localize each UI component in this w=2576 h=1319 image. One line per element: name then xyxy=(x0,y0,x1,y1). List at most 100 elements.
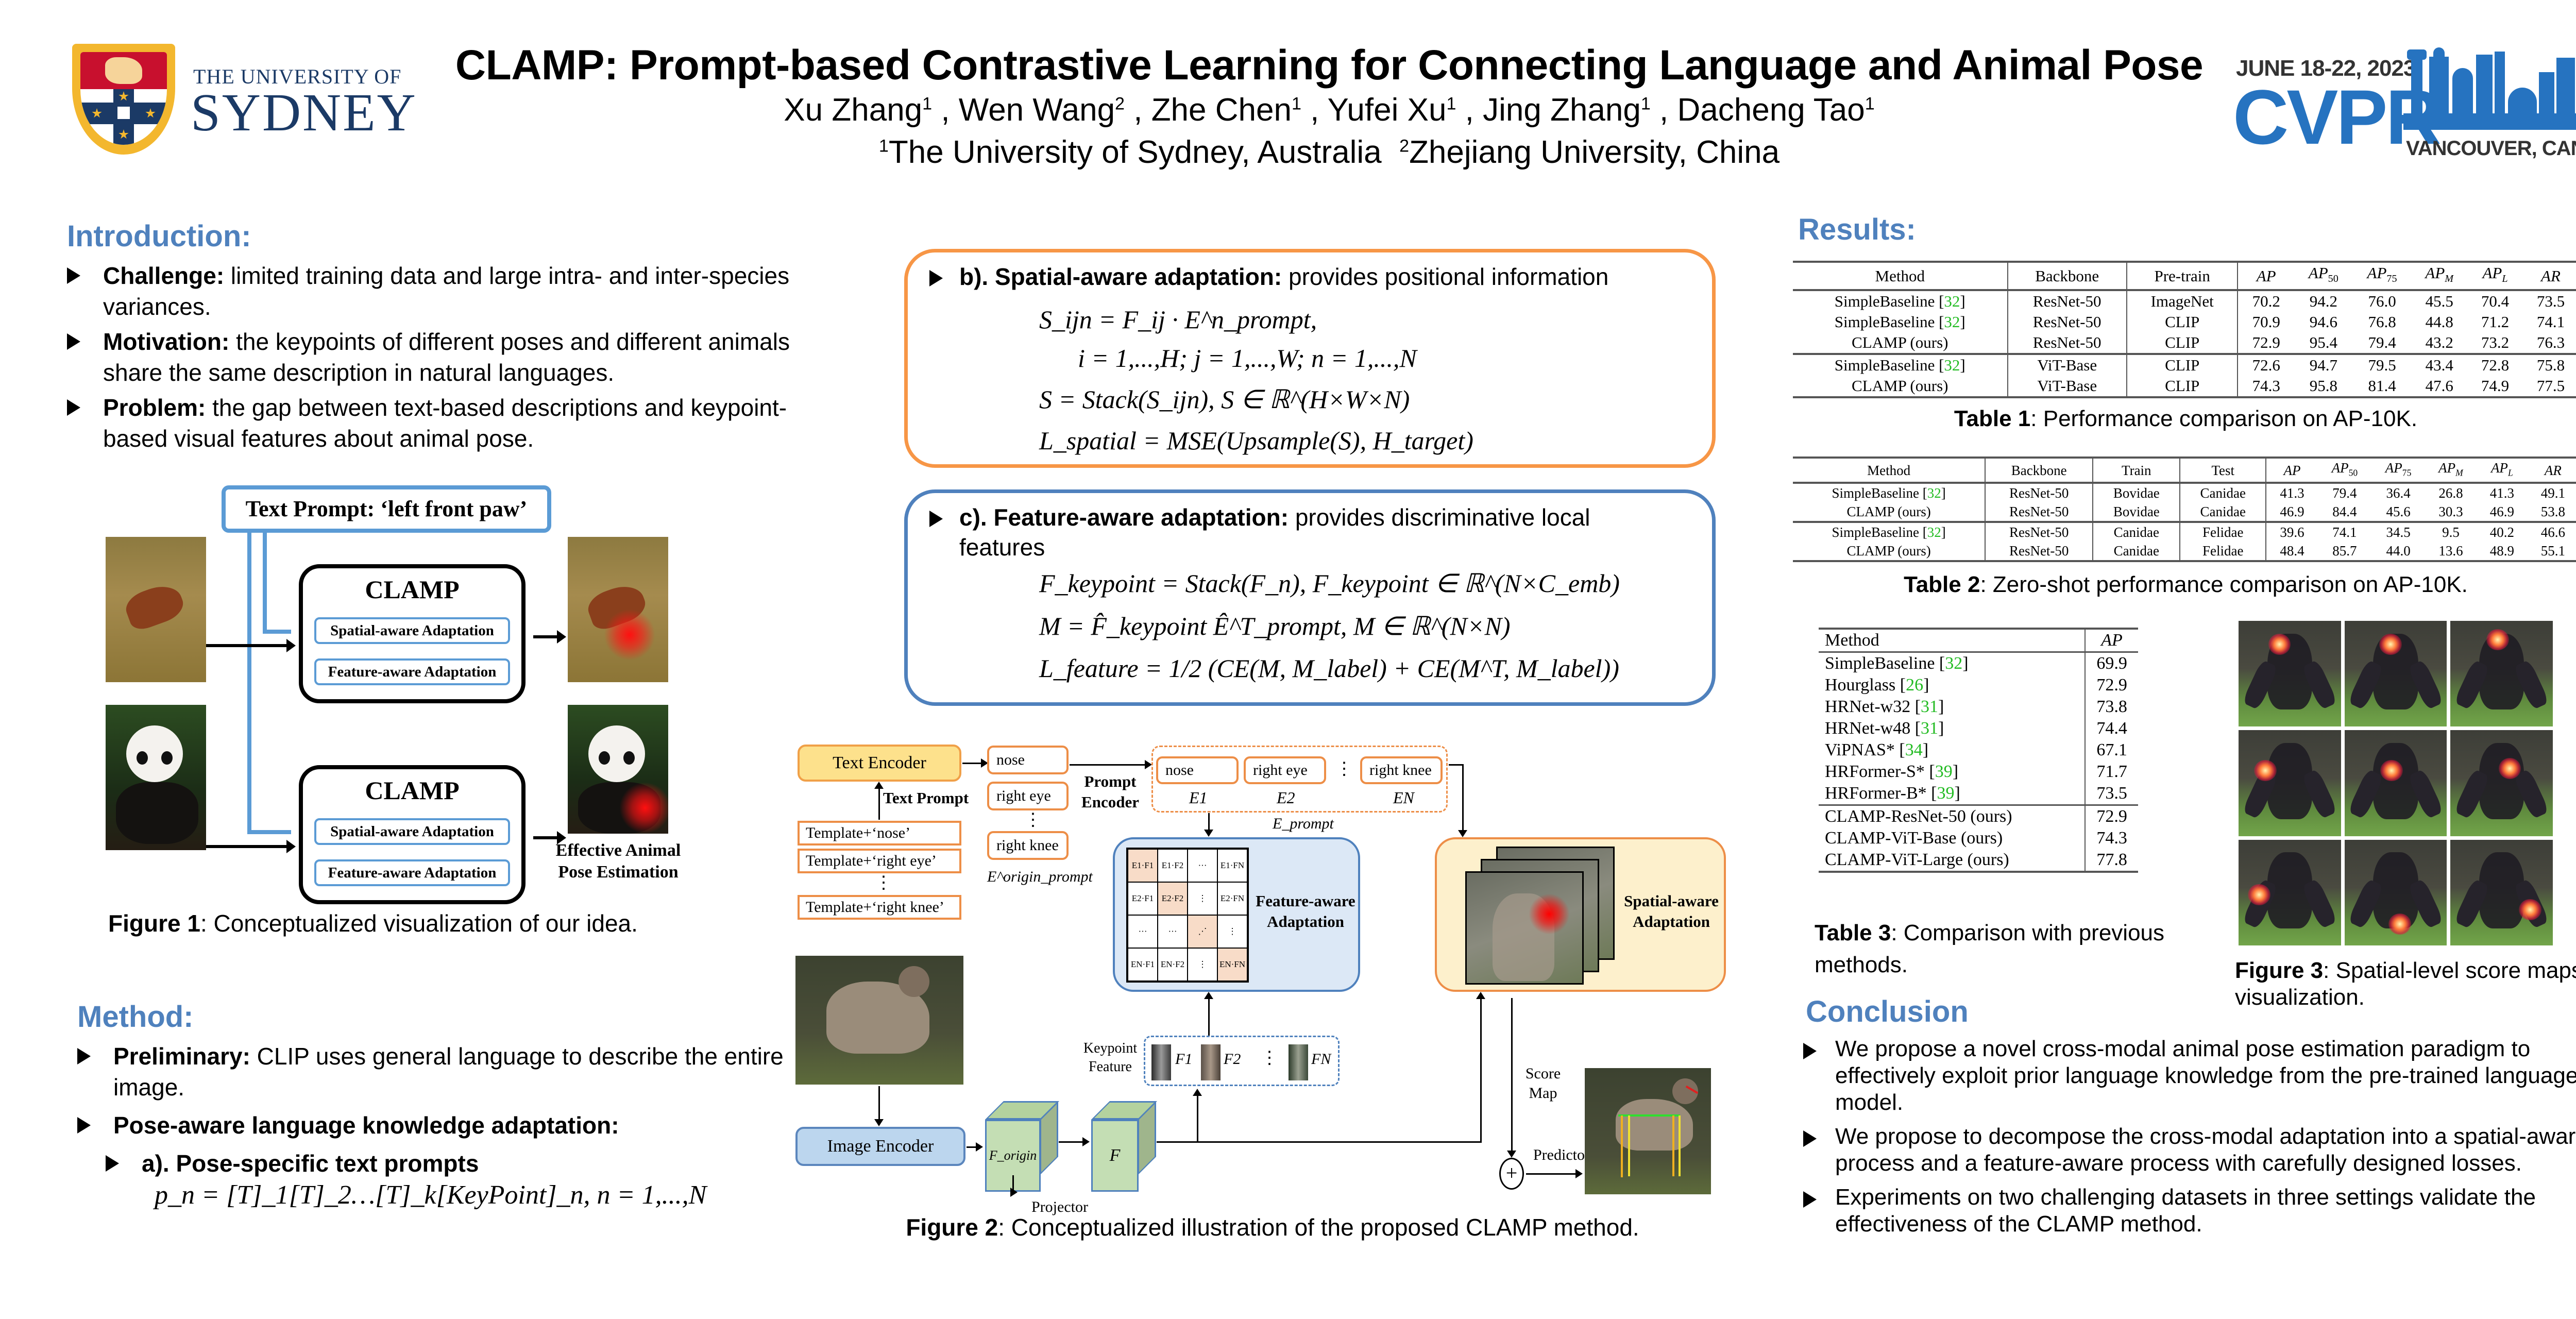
table-row: CLAMP-ViT-Large (ours)77.8 xyxy=(1819,849,2138,872)
f-block: F xyxy=(1091,1120,1139,1192)
score-map-image xyxy=(2344,730,2447,836)
backbone-cell: ViT-Base xyxy=(2007,376,2127,398)
method-cell: CLAMP (ours) xyxy=(1793,376,2008,398)
citation-ref[interactable]: 26 xyxy=(1906,675,1924,695)
citation-ref[interactable]: 39 xyxy=(1935,762,1953,781)
matrix-cell: EN·F2 xyxy=(1158,948,1188,981)
matrix-cell: E2·FN xyxy=(1217,882,1247,915)
header-text: AP xyxy=(2367,264,2387,282)
e1-label: E1 xyxy=(1189,788,1208,807)
value-cell: 48.9 xyxy=(2489,543,2514,559)
spatial-eq-3: S = Stack(S_ijn), S ∈ ℝ^(H×W×N) xyxy=(1039,385,1410,414)
citation-ref[interactable]: 31 xyxy=(1921,697,1939,716)
citation-ref[interactable]: 32 xyxy=(1944,313,1960,331)
citation-ref[interactable]: 34 xyxy=(1905,740,1923,759)
cvpr-city: VANCOUVER, CANADA xyxy=(2406,137,2576,160)
backbone-cell: ResNet-50 xyxy=(1985,502,2094,522)
affiliation-list: 1The University of Sydney, Australia 2Zh… xyxy=(453,134,2205,171)
method-cell: CLAMP-ResNet-50 (ours) xyxy=(1819,804,2086,827)
method-cell: SimpleBaseline [32] xyxy=(1819,652,2086,674)
table-row: SimpleBaseline [32]69.9 xyxy=(1819,652,2138,674)
conclusion-text: We propose a novel cross-modal animal po… xyxy=(1835,1036,2576,1115)
pretrain-cell: CLIP xyxy=(2126,332,2239,354)
citation-ref[interactable]: 32 xyxy=(1927,485,1941,501)
backbone-cell: ResNet-50 xyxy=(1985,483,2094,503)
value-cell: 70.4 xyxy=(2481,292,2510,311)
value-cell: 43.2 xyxy=(2425,333,2453,352)
citation-ref[interactable]: 31 xyxy=(1921,719,1939,738)
results-heading: Results: xyxy=(1798,213,1916,246)
header-subscript: M xyxy=(2455,467,2463,478)
heatmap-spot xyxy=(2379,633,2402,655)
f-origin-label: F_origin xyxy=(989,1148,1037,1163)
header-subscript: 50 xyxy=(2348,467,2358,478)
method-name: CLAMP (ours) xyxy=(1852,333,1948,352)
method-name: SimpleBaseline xyxy=(1832,525,1919,540)
method-label: a). Pose-specific text prompts xyxy=(142,1150,479,1177)
cvpr-logo: JUNE 18-22, 2023 CVPR VANCOUVER, CANADA xyxy=(2226,31,2576,165)
figure-3-caption: Figure 3: Spatial-level score maps visua… xyxy=(2235,957,2576,1011)
method-cell: SimpleBaseline [32] xyxy=(1793,483,1986,503)
method-name: CLAMP-ViT-Large (ours) xyxy=(1825,850,2009,869)
citation-ref[interactable]: 39 xyxy=(1937,784,1955,803)
caption-label: Figure 2 xyxy=(906,1214,998,1241)
matrix-cell: E1·F1 xyxy=(1128,849,1158,882)
arrow xyxy=(874,1086,884,1126)
figure-1: Text Prompt: ‘left front paw’ CLAMP Spat… xyxy=(98,479,696,904)
figure-3-grid xyxy=(2239,621,2553,945)
connector xyxy=(1449,764,1463,766)
bullet-arrow-icon xyxy=(67,267,80,284)
prompt-token-box: right knee xyxy=(1360,756,1443,784)
prompt-token-box: nose xyxy=(1156,756,1239,784)
table-header-cell: AP75 xyxy=(2371,458,2426,484)
table-header-cell: AR xyxy=(2522,262,2576,292)
citation-ref[interactable]: 32 xyxy=(1945,654,1963,673)
arrow xyxy=(1458,764,1467,837)
matrix-cell: E1·FN xyxy=(1217,849,1247,882)
ap-cell: 72.9 xyxy=(2085,804,2138,827)
spatial-eq-2: i = 1,...,H; j = 1,...,W; n = 1,...,N xyxy=(1078,344,1417,373)
table-header-cell: APM xyxy=(2425,458,2477,484)
intro-item-motivation: Motivation: the keypoints of different p… xyxy=(67,326,840,388)
effective-label-line: Effective Animal xyxy=(555,841,681,860)
value-cell: 85.7 xyxy=(2332,543,2357,559)
value-cell: 70.9 xyxy=(2252,313,2280,331)
ap-cell: 73.8 xyxy=(2096,697,2127,716)
score-map-image xyxy=(2344,621,2447,727)
header-subscript: 75 xyxy=(2402,467,2412,478)
keypoint-patch xyxy=(1289,1044,1308,1080)
heatmap-spot xyxy=(2486,629,2509,651)
citation-ref[interactable]: 32 xyxy=(1927,525,1941,540)
value-cell: 77.5 xyxy=(2536,377,2565,395)
method-name: HRNet-w48 xyxy=(1825,719,1911,738)
value-cell: 72.8 xyxy=(2467,353,2523,376)
header-subscript: L xyxy=(2502,273,2508,285)
value-cell: 55.1 xyxy=(2540,543,2566,559)
value-cell: 79.4 xyxy=(2368,333,2396,352)
value-cell: 41.3 xyxy=(2489,485,2514,501)
table-header-cell: AP75 xyxy=(2352,262,2412,292)
method-label: Preliminary: xyxy=(113,1043,250,1070)
value-cell: 44.0 xyxy=(2386,543,2411,559)
feature-text: provides discriminative local features xyxy=(959,504,1590,561)
spatial-aware-box: b). Spatial-aware adaptation: provides p… xyxy=(904,249,1716,468)
citation-ref[interactable]: 32 xyxy=(1944,292,1960,311)
bullet-arrow-icon xyxy=(1803,1191,1817,1208)
value-cell: 94.6 xyxy=(2309,313,2337,331)
method-cell: SimpleBaseline [32] xyxy=(1793,312,2008,333)
method-cell: SimpleBaseline [32] xyxy=(1793,290,2008,312)
method-cell: HRNet-w48 [31] xyxy=(1819,718,2086,739)
table-header-cell: Method xyxy=(1819,629,2086,653)
intro-label: Motivation: xyxy=(103,328,230,355)
value-cell: 48.4 xyxy=(2280,543,2304,559)
bullet-arrow-icon xyxy=(77,1117,91,1134)
spatial-text: provides positional information xyxy=(1282,263,1609,290)
value-cell: 9.5 xyxy=(2425,521,2477,542)
affiliation-number: 1 xyxy=(878,136,889,156)
connector xyxy=(1157,1141,1480,1143)
method-name: CLAMP-ResNet-50 (ours) xyxy=(1825,807,2012,826)
citation-ref[interactable]: 32 xyxy=(1944,356,1960,375)
heatmap-spot xyxy=(2380,759,2403,781)
table-header-cell: Train xyxy=(2093,458,2181,484)
